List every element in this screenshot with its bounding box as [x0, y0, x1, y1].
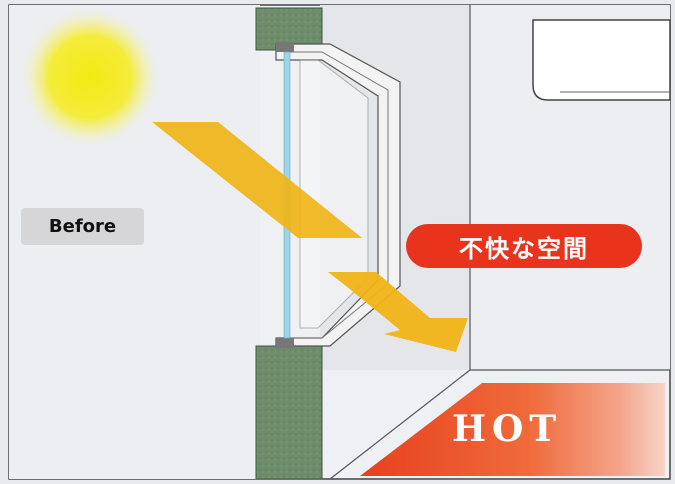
window-top-rail: [276, 42, 294, 52]
sunlight-beam-incoming: [152, 122, 362, 238]
floor-diagonal-line: [329, 369, 471, 480]
sun-icon: [22, 9, 158, 145]
hot-floor-zone: [360, 383, 665, 476]
wall-lower: [255, 345, 323, 480]
warning-badge: 不快な空間: [406, 224, 642, 268]
hot-label: HOT: [452, 408, 563, 450]
sunlight-arrow-icon: [328, 272, 468, 352]
air-conditioner-icon: [532, 19, 671, 101]
window-bottom-rail: [276, 338, 294, 348]
before-label: Before: [21, 208, 144, 245]
